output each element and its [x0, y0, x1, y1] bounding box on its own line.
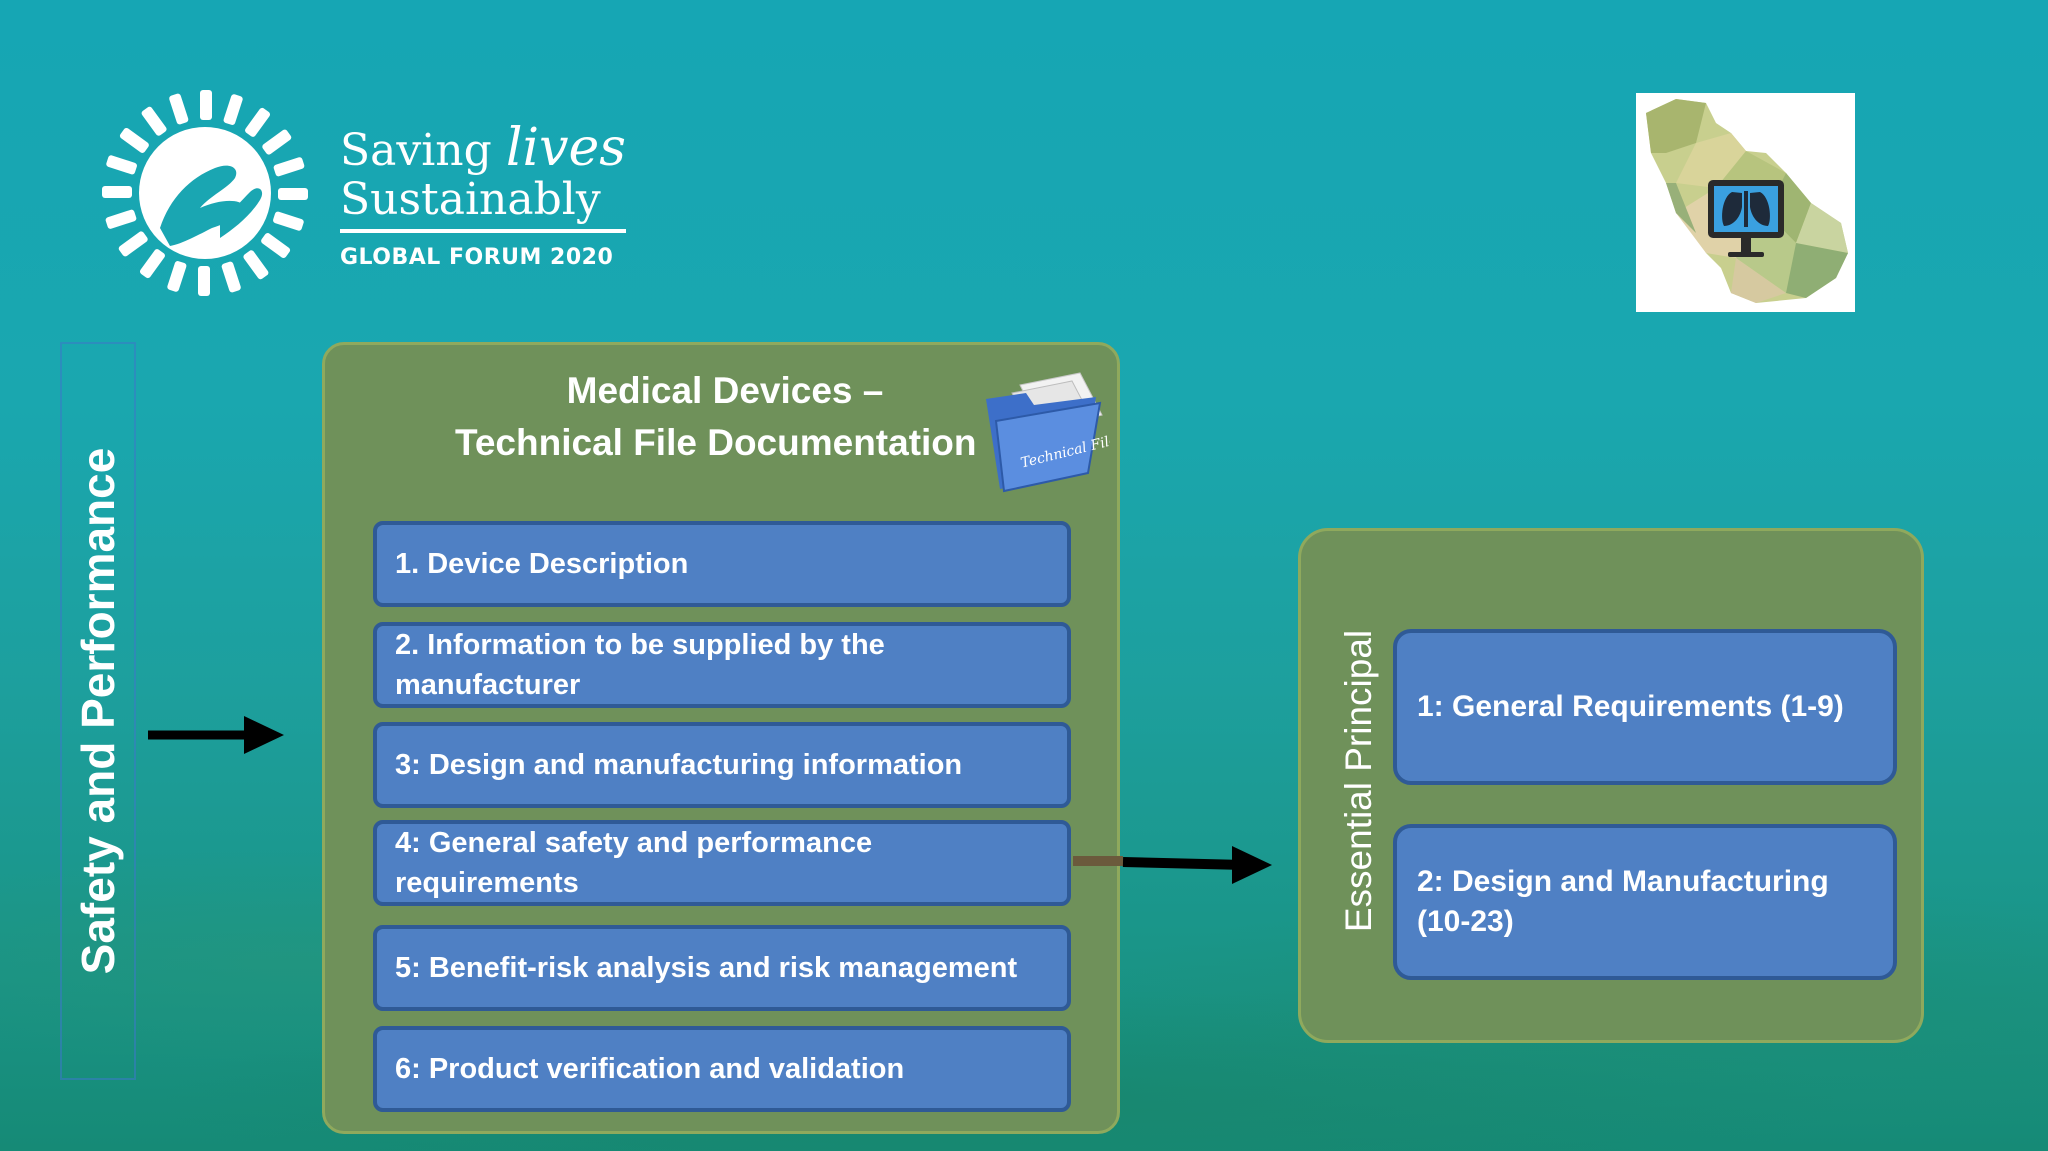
arrow-to-essential-principal — [1073, 846, 1272, 884]
panel-title-line2: Technical File Documentation — [455, 422, 977, 463]
tech-file-item-3: 3: Design and manufacturing information — [373, 722, 1071, 808]
logo-lives: lives — [505, 118, 626, 178]
sun-hands-emblem-icon — [102, 90, 308, 296]
panel-title-line1: Medical Devices – — [566, 370, 884, 411]
tech-file-item-6: 6: Product verification and validation — [373, 1026, 1071, 1112]
essential-principal-item-2: 2: Design and Manufacturing (10-23) — [1393, 824, 1897, 980]
logo-sustainably: Sustainably — [340, 175, 626, 233]
technical-file-folder-icon: Technical File — [986, 372, 1110, 493]
safety-performance-label-box: Safety and Performance — [60, 342, 136, 1080]
logo-saving: Saving — [340, 125, 492, 176]
forum-logo: Saving lives Sustainably GLOBAL FORUM 20… — [100, 88, 626, 304]
logo-wordmark: Saving lives Sustainably GLOBAL FORUM 20… — [340, 122, 626, 270]
arrow-to-technical-file — [148, 716, 284, 754]
saudi-map-xray-icon — [1646, 99, 1848, 303]
tech-file-item-5: 5: Benefit-risk analysis and risk manage… — [373, 925, 1071, 1011]
technical-file-panel: Medical Devices – Technical File Documen… — [322, 342, 1120, 1134]
map-xray-image — [1636, 93, 1855, 312]
logo-forum: GLOBAL FORUM 2020 — [340, 245, 614, 270]
essential-principal-panel: Essential Principal 1: General Requireme… — [1298, 528, 1924, 1043]
essential-principal-item-1: 1: General Requirements (1-9) — [1393, 629, 1897, 785]
tech-file-item-2: 2. Information to be supplied by the man… — [373, 622, 1071, 708]
tech-file-item-1: 1. Device Description — [373, 521, 1071, 607]
tech-file-item-4: 4: General safety and performance requir… — [373, 820, 1071, 906]
